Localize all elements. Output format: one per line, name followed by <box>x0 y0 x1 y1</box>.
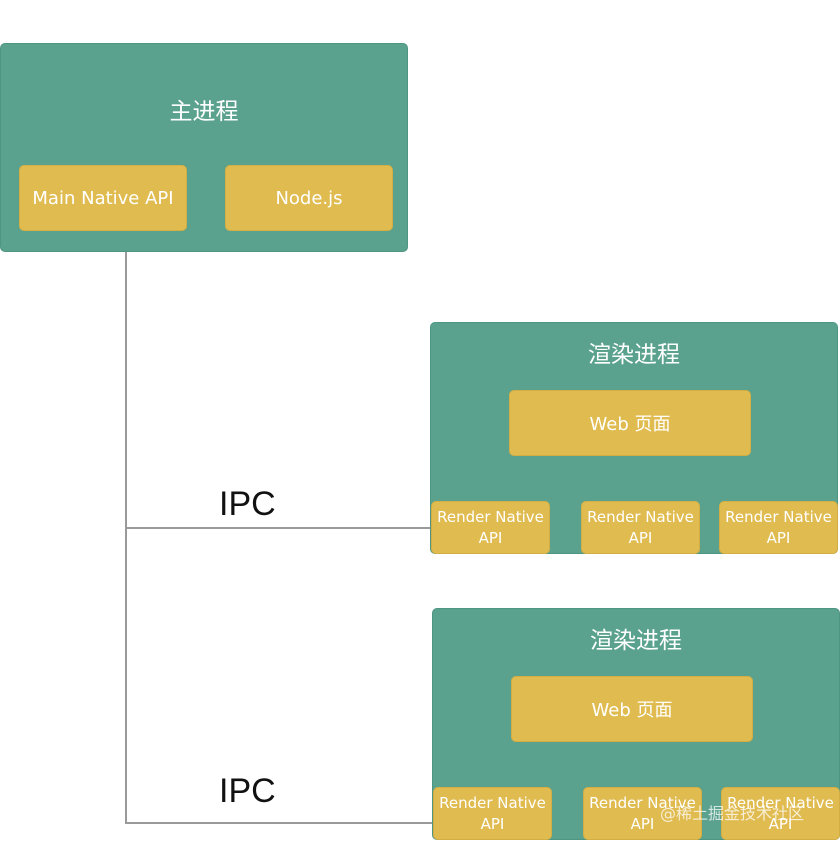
render-native-api-module-1c: Render Native API <box>719 501 838 554</box>
renderer-process-box-1: 渲染进程 Web 页面 Render Native API Render Nat… <box>430 322 838 554</box>
render-native-api-module-2b: Render Native API <box>583 787 702 840</box>
renderer-process-title-2: 渲染进程 <box>590 628 682 654</box>
render-native-api-module-2a: Render Native API <box>433 787 552 840</box>
ipc-label-2: IPC <box>219 772 276 810</box>
render-native-api-module-1a: Render Native API <box>431 501 550 554</box>
main-process-title: 主进程 <box>169 99 239 125</box>
main-process-box: 主进程 Main Native API Node.js <box>0 43 408 252</box>
main-native-api-module: Main Native API <box>19 165 187 231</box>
renderer-process-title-1: 渲染进程 <box>588 342 680 368</box>
web-page-module-1: Web 页面 <box>509 390 751 456</box>
ipc-trunk-line <box>125 252 127 824</box>
ipc-branch-line-2 <box>125 822 433 824</box>
render-native-api-module-2c: Render Native API <box>721 787 840 840</box>
ipc-label-1: IPC <box>219 485 276 523</box>
web-page-module-2: Web 页面 <box>511 676 753 742</box>
watermark: @稀土掘金技术社区 <box>660 804 805 823</box>
renderer-process-box-2: 渲染进程 Web 页面 Render Native API Render Nat… <box>432 608 840 840</box>
nodejs-module: Node.js <box>225 165 393 231</box>
ipc-branch-line-1 <box>125 527 431 529</box>
render-native-api-module-1b: Render Native API <box>581 501 700 554</box>
